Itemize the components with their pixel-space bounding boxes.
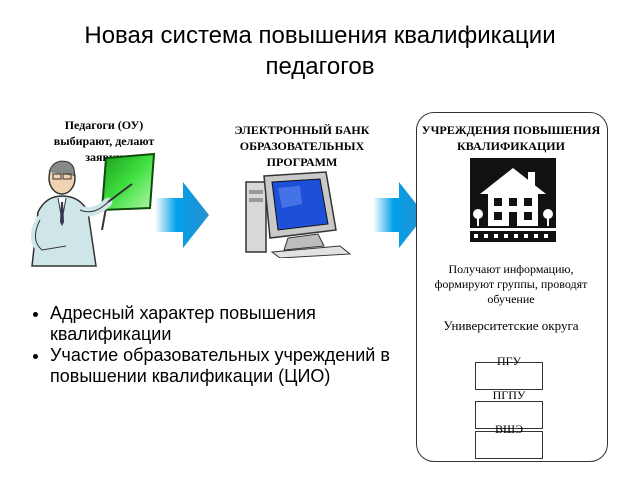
computer-icon — [245, 171, 352, 258]
page-title: Новая система повышения квалификации пед… — [84, 22, 556, 80]
teachers-label: Педагоги (ОУ) выбирают, делают заявки — [53, 118, 155, 164]
districts-label: Университетские округа — [443, 318, 579, 333]
university-box-2 — [475, 401, 543, 429]
university-label-3: ВШЭ — [494, 422, 524, 436]
university-box-1 — [475, 362, 543, 390]
university-label-1: ПГУ — [496, 354, 522, 368]
arrow-right-icon — [373, 182, 425, 248]
bullet-text: Участие образовательных учреждений в пов… — [50, 345, 390, 386]
teacher-with-board-icon — [31, 152, 156, 267]
bullet-list: Адресный характер повышения квалификации… — [30, 303, 390, 387]
bullet-item: Участие образовательных учреждений в пов… — [30, 345, 390, 387]
arrow-right-icon — [155, 182, 209, 248]
bullet-dot-icon — [33, 354, 38, 359]
bullet-text: Адресный характер повышения квалификации — [50, 303, 316, 344]
university-box-3 — [475, 431, 543, 459]
university-label-2: ПГПУ — [492, 388, 526, 402]
bank-label: ЭЛЕКТРОННЫЙ БАНК ОБРАЗОВАТЕЛЬНЫХ ПРОГРАМ… — [234, 123, 370, 169]
institutions-description: Получают информацию, формируют группы, п… — [434, 262, 588, 306]
bullet-dot-icon — [33, 312, 38, 317]
institutions-label: УЧРЕЖДЕНИЯ ПОВЫШЕНИЯ КВАЛИФИКАЦИИ — [421, 123, 601, 153]
house-icon — [470, 158, 556, 242]
bullet-item: Адресный характер повышения квалификации — [30, 303, 390, 345]
